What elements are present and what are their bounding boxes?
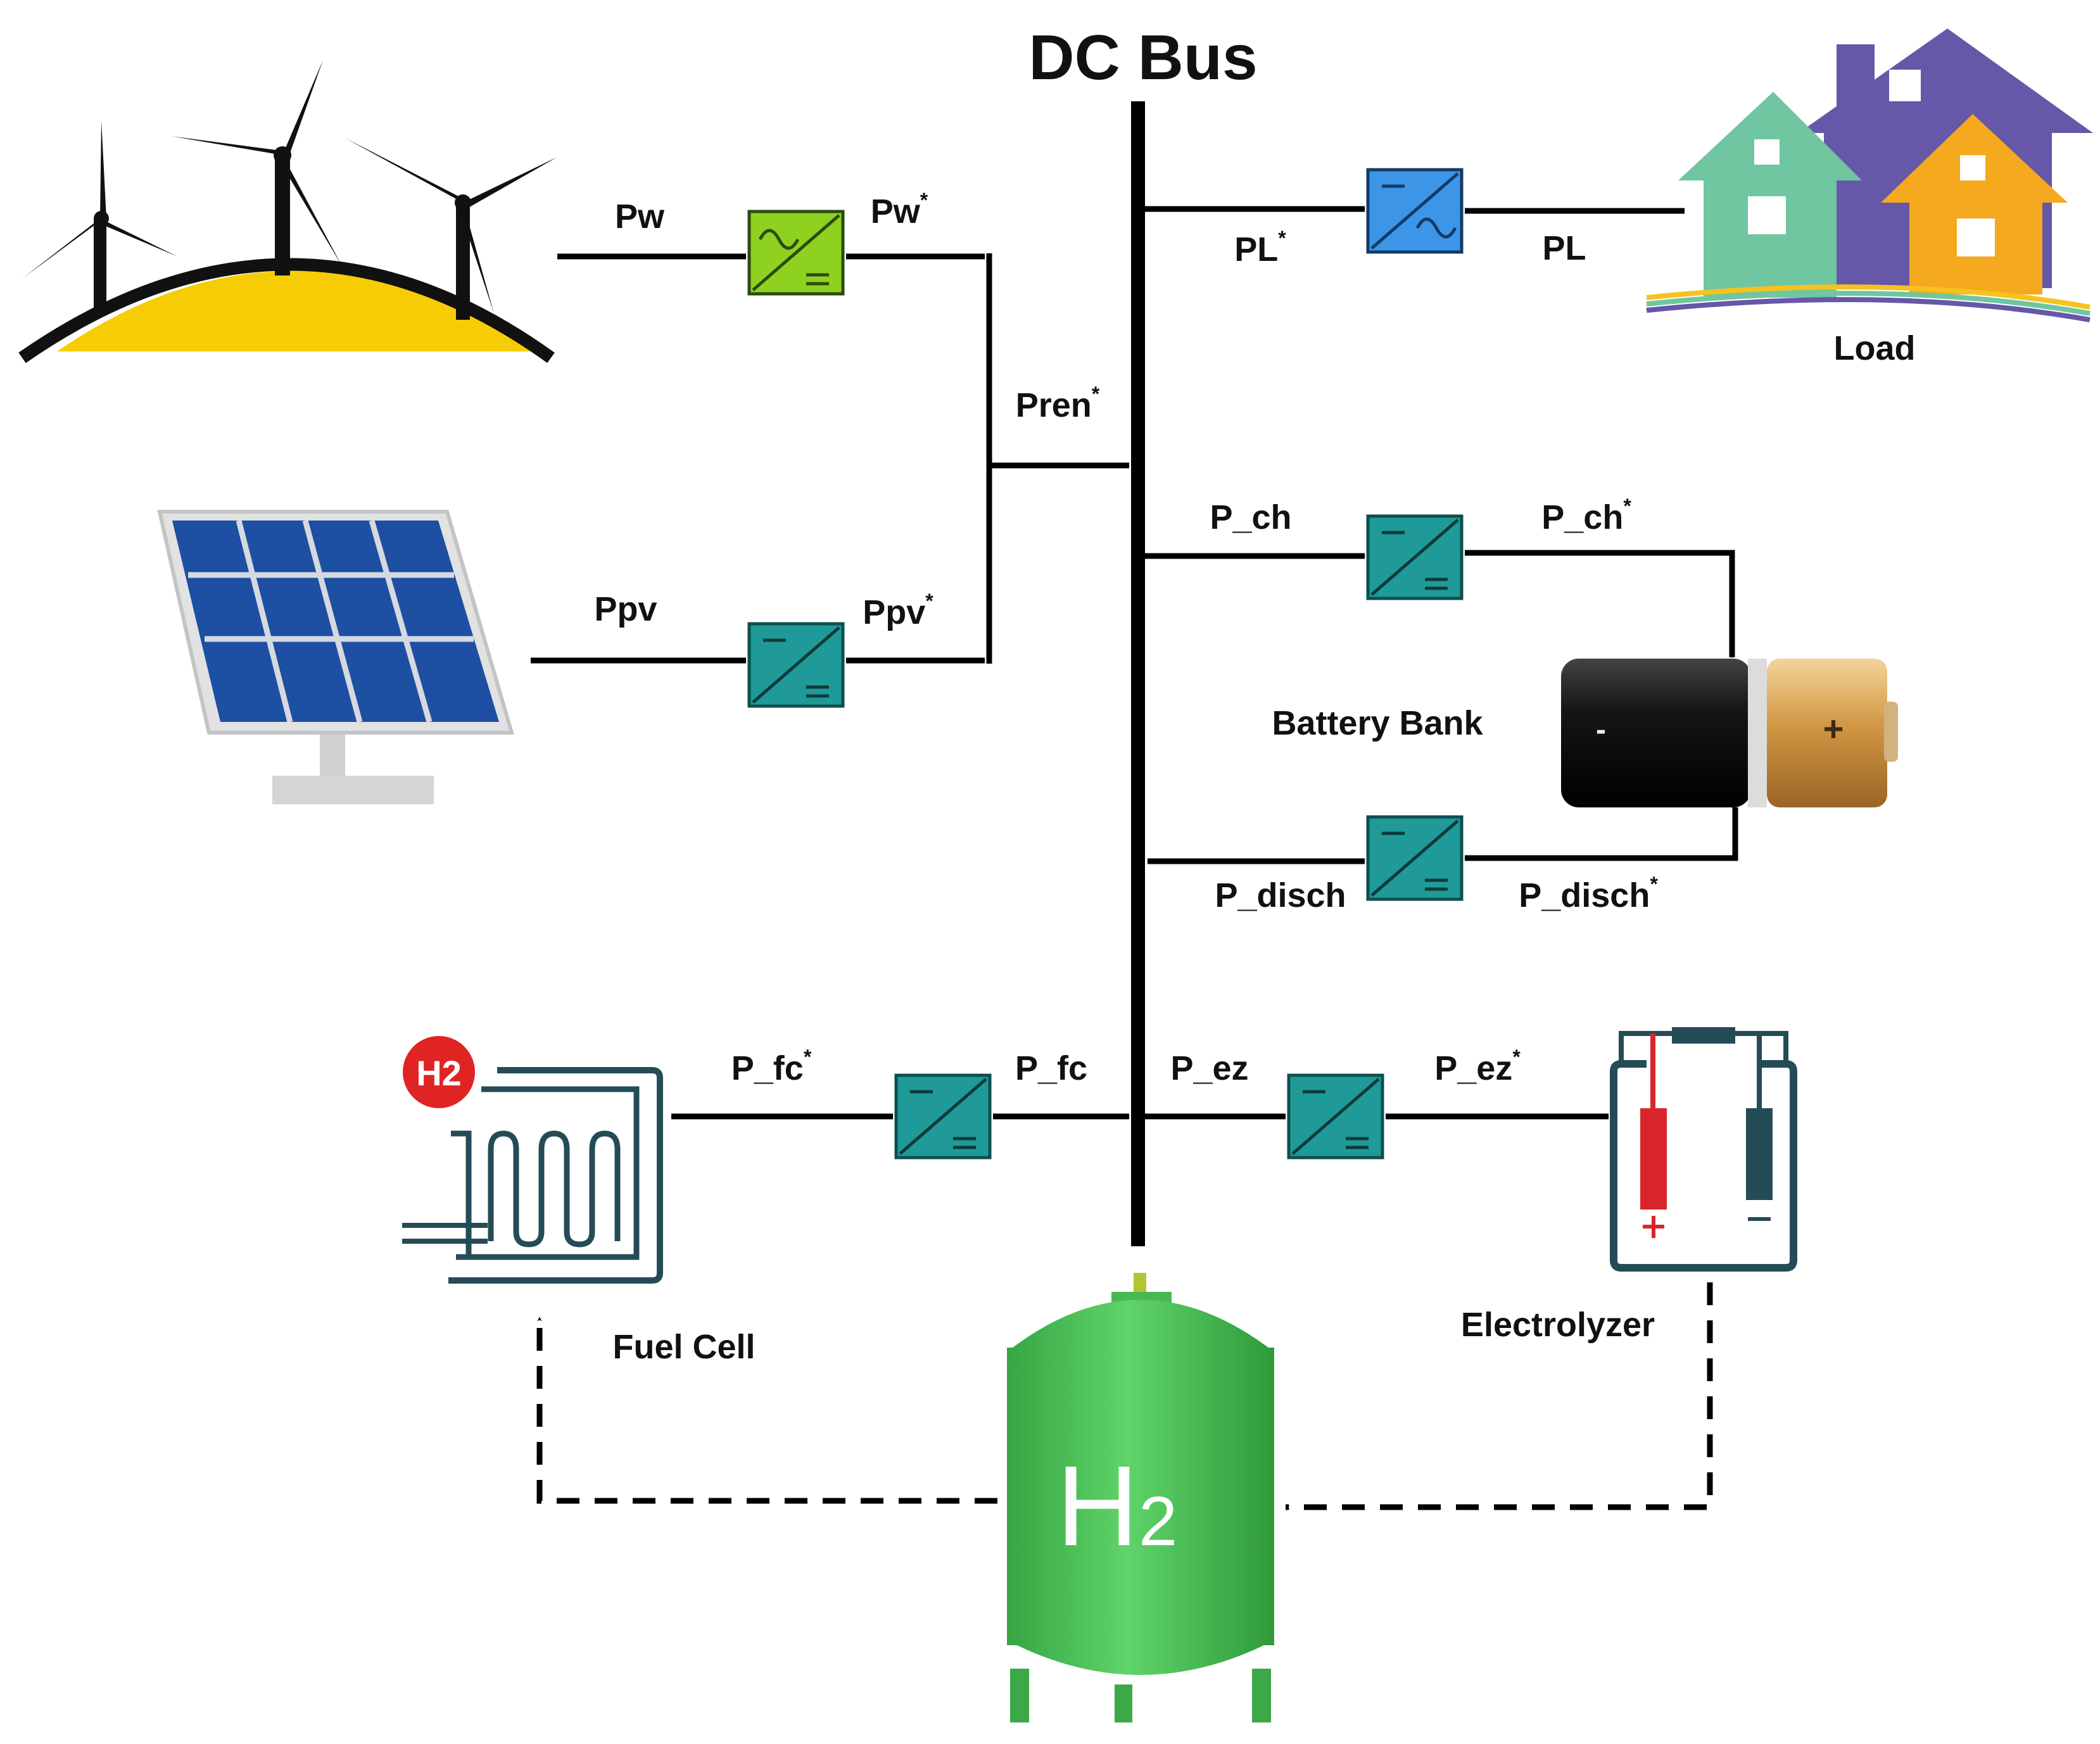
wind-turbine-icon — [18, 60, 557, 363]
label-pdisch-star: P_disch* — [1519, 873, 1658, 914]
fuel-cell-icon — [402, 1067, 663, 1284]
label-battery-bank: Battery Bank — [1272, 704, 1483, 742]
electrolyzer-to-tank-flow — [1285, 1282, 1713, 1510]
label-pw: Pw — [615, 198, 665, 236]
label-pdisch: P_disch — [1215, 876, 1346, 914]
battery-plus-sign: + — [1823, 709, 1844, 749]
charge-dc-dc-converter — [1368, 516, 1462, 598]
label-pl-star: PL* — [1234, 227, 1286, 269]
label-pfc: P_fc — [1015, 1049, 1087, 1087]
label-ppv-star: Ppv* — [863, 590, 933, 631]
label-pren-star: Pren* — [1016, 382, 1100, 424]
h2-badge-icon — [399, 1032, 479, 1112]
tank-to-fuel-cell-flow — [536, 1317, 997, 1504]
label-pch: P_ch — [1210, 498, 1291, 536]
label-pfc-star: P_fc* — [731, 1046, 812, 1087]
hydrogen-tank-icon — [1007, 1273, 1274, 1722]
load-dc-ac-converter — [1366, 168, 1464, 254]
wind-ac-dc-converter — [747, 210, 845, 296]
label-pw-star: Pw* — [871, 189, 928, 231]
pch-star-arrow — [1465, 550, 1735, 658]
pv-dc-dc-converter — [749, 624, 843, 706]
label-pez: P_ez — [1170, 1049, 1248, 1087]
dc-bus-title: DC Bus — [1028, 22, 1257, 93]
label-pez-star: P_ez* — [1434, 1046, 1521, 1087]
tank-h2-label: H2 — [1056, 1443, 1177, 1570]
solar-panel-icon — [157, 510, 515, 804]
battery-bank-icon: - + — [1561, 659, 1898, 807]
label-pl: PL — [1542, 229, 1586, 267]
dc-bus-line — [1131, 101, 1145, 1246]
discharge-dc-dc-converter — [1368, 817, 1462, 899]
pdisch-star-arrow — [1464, 807, 1738, 861]
h2-badge-label: H2 — [416, 1053, 462, 1093]
label-ppv: Ppv — [594, 590, 657, 628]
label-load: Load — [1834, 329, 1916, 367]
fuel-cell-dc-dc-converter — [896, 1075, 990, 1158]
hydrogen-flow — [536, 1282, 1713, 1510]
electrolyzer-dc-dc-converter — [1289, 1075, 1382, 1158]
battery-minus-sign: - — [1596, 713, 1606, 747]
label-pch-star: P_ch* — [1541, 495, 1631, 536]
electrolyzer-icon — [1610, 1027, 1797, 1272]
label-fuel-cell: Fuel Cell — [612, 1328, 755, 1366]
connections — [531, 206, 1738, 1120]
load-houses-icon — [1646, 28, 2093, 322]
label-electrolyzer: Electrolyzer — [1461, 1306, 1655, 1344]
electrolyzer-minus-sign: - — [1773, 1222, 1774, 1223]
